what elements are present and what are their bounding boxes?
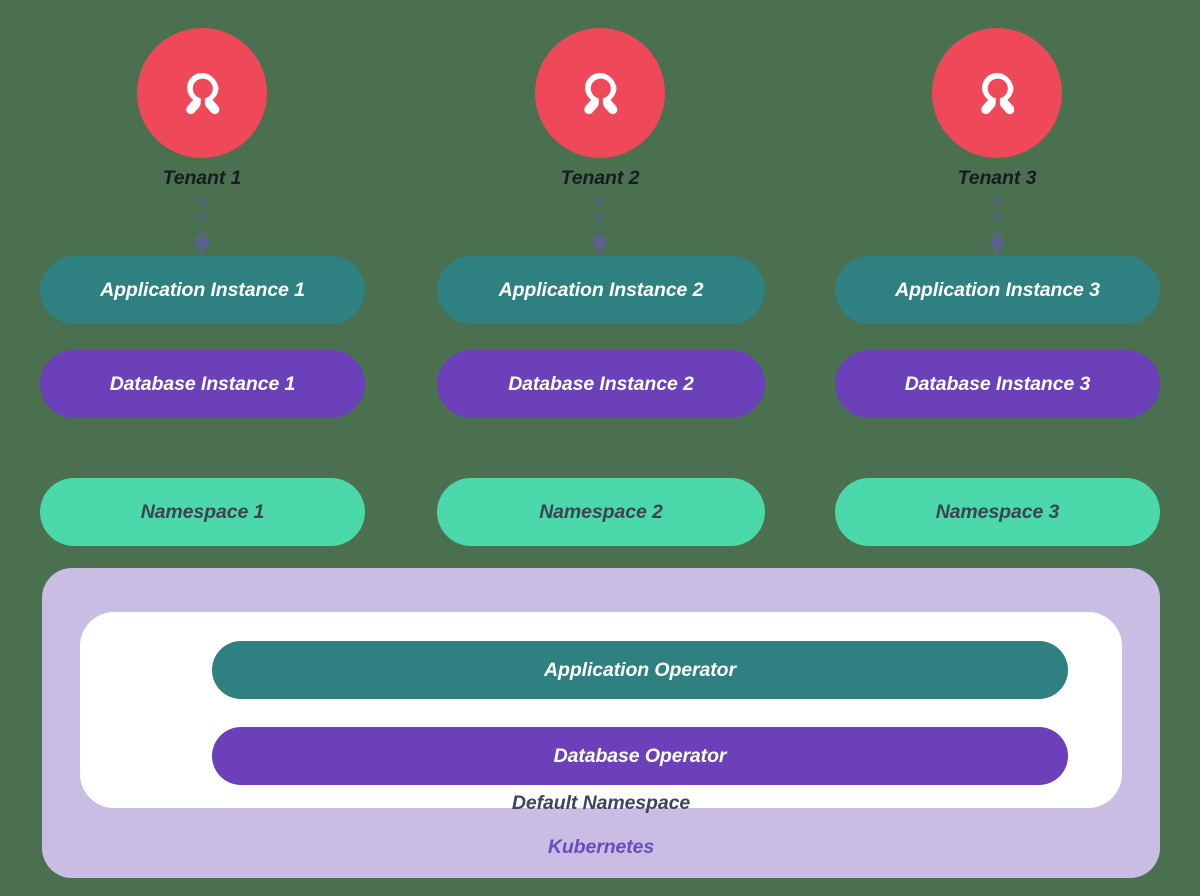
application-instance-pill-3[interactable]: Application Instance 3 xyxy=(835,256,1160,324)
tenant-avatar-1 xyxy=(137,28,267,158)
application-operator-pill[interactable]: Application Operator xyxy=(212,641,1068,699)
tenant-label-3: Tenant 3 xyxy=(957,167,1037,189)
namespace-pill-3[interactable]: Namespace 3 xyxy=(835,478,1160,546)
database-instance-pill-1[interactable]: Database Instance 1 xyxy=(40,350,365,418)
dashed-down-arrow-icon-2 xyxy=(588,197,612,257)
database-instance-label-3: Database Instance 3 xyxy=(904,372,1091,395)
person-icon xyxy=(174,65,230,121)
database-operator-label: Database Operator xyxy=(553,744,727,767)
kubernetes-container: Application Operator Database Operator D… xyxy=(42,568,1160,878)
tenant-avatar-2 xyxy=(535,28,665,158)
default-namespace-panel: Application Operator Database Operator D… xyxy=(80,612,1122,814)
person-icon xyxy=(572,65,628,121)
application-instance-label-2: Application Instance 2 xyxy=(498,278,704,301)
database-instance-pill-3[interactable]: Database Instance 3 xyxy=(835,350,1160,418)
database-operator-pill[interactable]: Database Operator xyxy=(212,727,1068,785)
namespace-pill-1[interactable]: Namespace 1 xyxy=(40,478,365,546)
person-icon xyxy=(969,65,1025,121)
database-instance-label-1: Database Instance 1 xyxy=(109,372,296,395)
application-operator-label: Application Operator xyxy=(544,658,736,681)
dashed-down-arrow-icon-1 xyxy=(190,197,214,257)
kubernetes-label: Kubernetes xyxy=(547,836,655,858)
tenant-label-2: Tenant 2 xyxy=(560,167,640,189)
tenant-column-3: Tenant 3 xyxy=(847,28,1147,257)
tenant-column-1: Tenant 1 xyxy=(52,28,352,257)
namespace-label-2: Namespace 2 xyxy=(539,500,663,523)
application-instance-pill-1[interactable]: Application Instance 1 xyxy=(40,256,365,324)
namespace-label-3: Namespace 3 xyxy=(935,500,1060,523)
tenant-label-1: Tenant 1 xyxy=(162,167,242,189)
application-instance-pill-2[interactable]: Application Instance 2 xyxy=(437,256,765,324)
tenant-column-2: Tenant 2 xyxy=(450,28,750,257)
tenant-avatar-3 xyxy=(932,28,1062,158)
default-namespace-label: Default Namespace xyxy=(511,792,691,814)
database-instance-label-2: Database Instance 2 xyxy=(508,372,694,395)
namespace-pill-2[interactable]: Namespace 2 xyxy=(437,478,765,546)
namespace-label-1: Namespace 1 xyxy=(140,500,265,523)
dashed-down-arrow-icon-3 xyxy=(985,197,1009,257)
application-instance-label-1: Application Instance 1 xyxy=(100,278,305,301)
application-instance-label-3: Application Instance 3 xyxy=(895,278,1100,301)
database-instance-pill-2[interactable]: Database Instance 2 xyxy=(437,350,765,418)
